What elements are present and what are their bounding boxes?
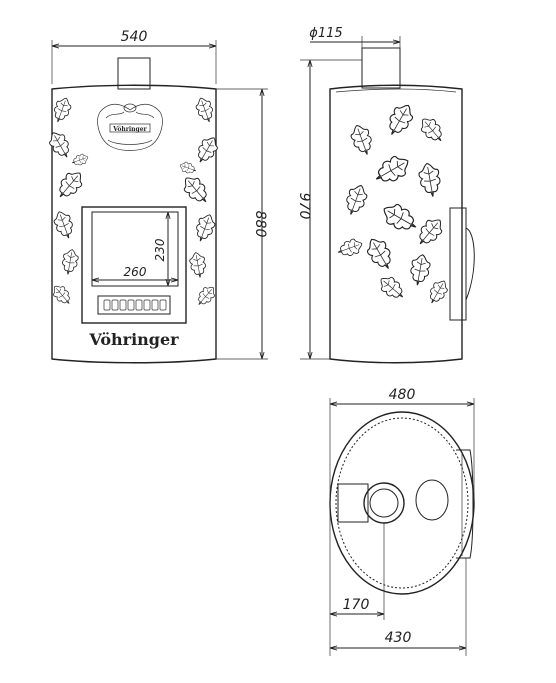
door-height-label: 230 xyxy=(153,238,167,261)
front-chimney xyxy=(117,57,151,90)
side-body-outline xyxy=(329,84,463,364)
top-chimney-inner xyxy=(369,488,399,518)
side-leaf-ornament xyxy=(335,99,452,308)
top-stone-opening xyxy=(415,479,449,521)
height-880-label: 880 xyxy=(252,211,268,238)
front-emblem: Vöhringer xyxy=(97,103,163,151)
front-leaf-ornament-right xyxy=(178,95,222,310)
chimney-diameter-label: ϕ115 xyxy=(309,26,342,41)
top-offset-170-label: 170 xyxy=(343,597,370,613)
side-chimney xyxy=(361,47,401,89)
top-outer-ellipse xyxy=(329,411,475,595)
front-door-vent xyxy=(97,295,171,315)
side-door-profile xyxy=(449,207,467,321)
front-door xyxy=(81,206,187,324)
side-view: ϕ115 970 xyxy=(296,26,475,364)
emblem-text: Vöhringer xyxy=(112,126,147,133)
top-inner-ellipse xyxy=(335,417,469,589)
side-door-handle xyxy=(465,227,475,301)
front-view: Vöhringer 260 230 Vöhringer 540 xyxy=(45,29,268,364)
front-door-glass xyxy=(91,211,179,287)
top-door-bracket xyxy=(456,449,474,559)
top-feed-opening xyxy=(337,483,369,523)
height-970-label: 970 xyxy=(296,193,312,220)
front-brand-label: Vöhringer xyxy=(88,330,179,349)
top-view: 480 170 430 xyxy=(329,387,475,656)
top-width-480-label: 480 xyxy=(389,387,416,403)
door-width-label: 260 xyxy=(124,265,147,279)
vent-slots xyxy=(103,299,167,311)
width-540-label: 540 xyxy=(121,29,148,45)
top-depth-430-label: 430 xyxy=(385,630,412,646)
